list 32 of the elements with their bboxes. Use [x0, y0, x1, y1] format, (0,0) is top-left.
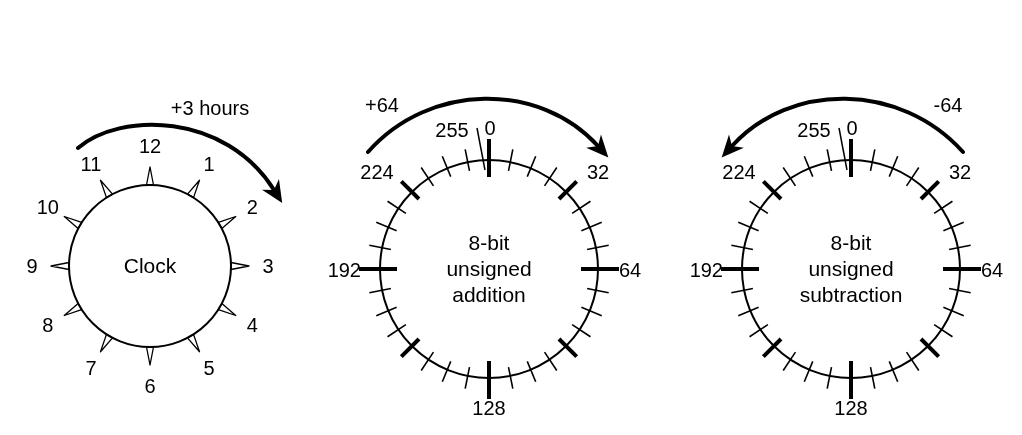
hour-number: 6: [144, 375, 156, 397]
tick-number: 128: [834, 397, 868, 419]
tick-number: 64: [619, 259, 642, 281]
hour-number: 8: [42, 314, 54, 336]
dial-title: Clock: [123, 253, 177, 279]
tick-number: 128: [472, 397, 506, 419]
hour-number: 7: [85, 357, 97, 380]
tick-number: 192: [327, 259, 361, 281]
arrow-label: +3 hours: [170, 97, 250, 119]
hour-number: 12: [138, 135, 162, 157]
tick-number: 255: [435, 119, 469, 141]
arrow-label: +64: [365, 94, 399, 116]
tick-number: 224: [722, 161, 756, 183]
hour-number: 9: [26, 255, 38, 277]
hour-number: 4: [246, 314, 258, 336]
hour-number: 1: [203, 152, 215, 175]
tick-number: 32: [586, 161, 610, 183]
hour-number: 11: [80, 152, 102, 175]
tick-number: 32: [948, 161, 972, 183]
tick-number: 192: [689, 259, 723, 281]
tick-number: 0: [846, 117, 858, 139]
hour-number: 5: [203, 357, 215, 380]
tick-number: 64: [981, 259, 1004, 281]
hour-number: 2: [246, 196, 258, 218]
tick-number: 0: [484, 117, 496, 139]
tick-number: 255: [797, 119, 831, 141]
hour-number: 3: [262, 255, 274, 277]
dial-title: 8-bit unsigned subtraction: [798, 230, 904, 308]
dial-title: 8-bit unsigned addition: [445, 230, 533, 308]
arrow-label: -64: [933, 94, 963, 116]
hour-number: 10: [36, 196, 59, 218]
tick-number: 224: [360, 161, 394, 183]
